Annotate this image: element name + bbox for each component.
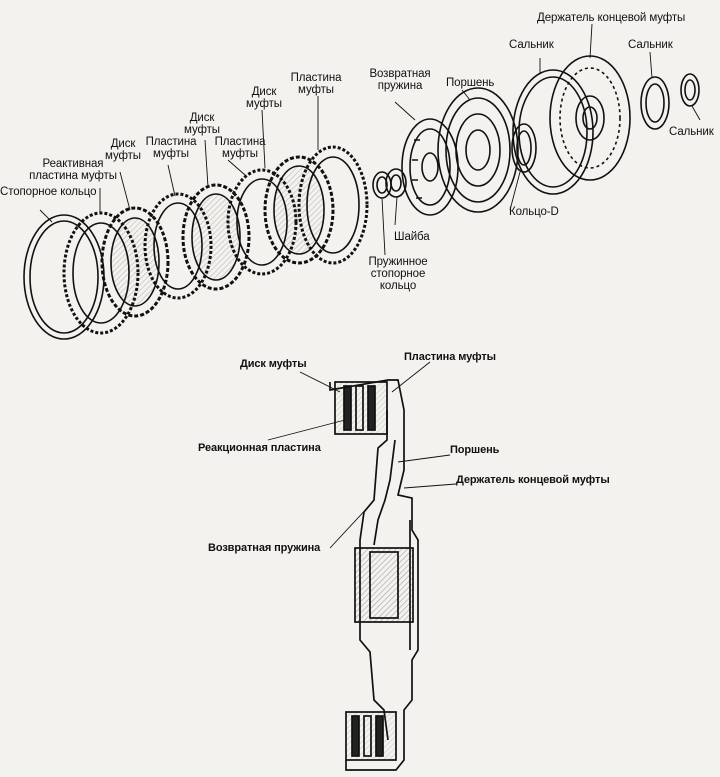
retainer-part — [549, 55, 631, 181]
label-seal-1: Сальник — [509, 39, 554, 51]
label-seal-3: Сальник — [669, 126, 714, 138]
label-retainer: Держатель концевой муфты — [537, 12, 686, 24]
label-plate-2: Пластина муфты — [214, 136, 266, 160]
return-spring-part — [401, 118, 459, 216]
label-disc-3: Диск муфты — [246, 86, 282, 110]
label-snap-ring: Стопорное кольцо — [0, 186, 97, 198]
label-section-reaction-plate: Реакционная пластина — [198, 442, 321, 454]
seal-3-part — [680, 73, 700, 107]
label-washer: Шайба — [394, 231, 430, 243]
label-section-piston: Поршень — [450, 444, 500, 456]
label-disc-1: Диск муфты — [105, 138, 141, 162]
exploded-parts — [23, 55, 700, 340]
section-leaders — [267, 361, 457, 549]
label-disc-2: Диск муфты — [184, 112, 220, 136]
label-spring-snap-ring: Пружинное стопорное кольцо — [368, 256, 428, 292]
label-reactive-plate: Реактивная пластина муфты — [29, 158, 117, 182]
label-d-ring: Кольцо-D — [509, 206, 559, 218]
seal-1-part — [512, 69, 594, 195]
clutch-plate-3-part — [297, 145, 369, 265]
section-view-drawing — [329, 379, 419, 771]
spring-snap-ring-part — [372, 171, 392, 199]
washer-part — [385, 168, 407, 198]
label-section-plate: Пластина муфты — [404, 351, 496, 363]
label-section-disc: Диск муфты — [240, 358, 307, 370]
d-ring-part — [511, 123, 537, 173]
label-plate-3: Пластина муфты — [290, 72, 342, 96]
exploded-leaders — [39, 23, 701, 256]
seal-2-part — [640, 76, 670, 130]
label-section-retainer: Держатель концевой муфты — [456, 474, 610, 486]
label-plate-1: Пластина муфты — [145, 136, 197, 160]
label-seal-2: Сальник — [628, 39, 673, 51]
label-piston: Поршень — [446, 77, 495, 89]
label-return-spring: Возвратная пружина — [369, 68, 431, 92]
clutch-disc-1-part — [100, 206, 170, 318]
piston-part — [437, 87, 519, 213]
label-section-return-spring: Возвратная пружина — [208, 542, 321, 554]
